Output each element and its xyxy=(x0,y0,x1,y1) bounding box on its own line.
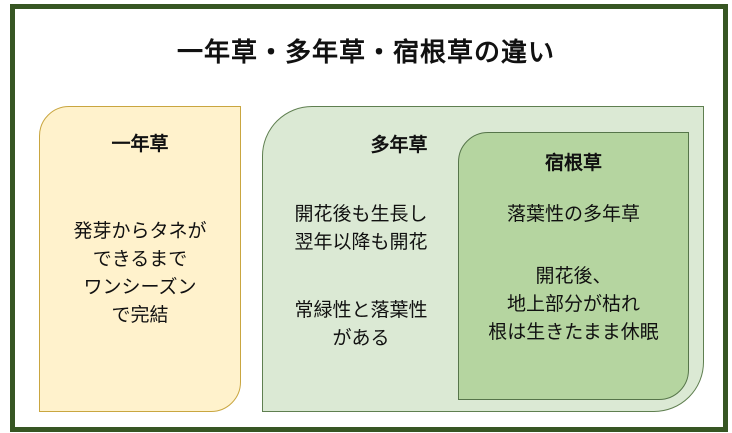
annual-line: 発芽からタネが xyxy=(73,221,207,242)
hardy-perennial-box: 宿根草 落葉性の多年草 開花後、地上部分が枯れ根は生きたまま休眠 xyxy=(458,132,689,400)
hardy-perennial-line: 落葉性の多年草 xyxy=(506,204,640,225)
perennial-line: 翌年以降も開花 xyxy=(294,232,428,253)
hardy-perennial-line: 地上部分が枯れ xyxy=(506,294,640,315)
perennial-line: 開花後も生長し xyxy=(294,204,428,225)
hardy-perennial-line: 根は生きたまま休眠 xyxy=(488,322,659,343)
hardy-perennial-description-1: 落葉性の多年草 xyxy=(459,201,688,229)
annual-box: 一年草 発芽からタネができるまでワンシーズンで完結 xyxy=(39,106,241,412)
hardy-perennial-line: 開花後、 xyxy=(535,266,612,287)
perennial-description-1: 開花後も生長し翌年以降も開花 xyxy=(271,201,451,257)
perennial-heading: 多年草 xyxy=(370,135,428,156)
hardy-perennial-heading: 宿根草 xyxy=(544,153,602,174)
annual-heading: 一年草 xyxy=(111,134,169,155)
diagram-title: 一年草・多年草・宿根草の違い xyxy=(176,37,555,67)
annual-line: で完結 xyxy=(111,305,169,326)
perennial-line: がある xyxy=(332,328,390,349)
perennial-description-2: 常緑性と落葉性がある xyxy=(271,297,451,353)
annual-description: 発芽からタネができるまでワンシーズンで完結 xyxy=(40,218,240,330)
annual-line: できるまで xyxy=(92,249,188,270)
annual-line: ワンシーズン xyxy=(83,277,197,298)
hardy-perennial-description-2: 開花後、地上部分が枯れ根は生きたまま休眠 xyxy=(459,263,688,347)
perennial-line: 常緑性と落葉性 xyxy=(294,300,428,321)
